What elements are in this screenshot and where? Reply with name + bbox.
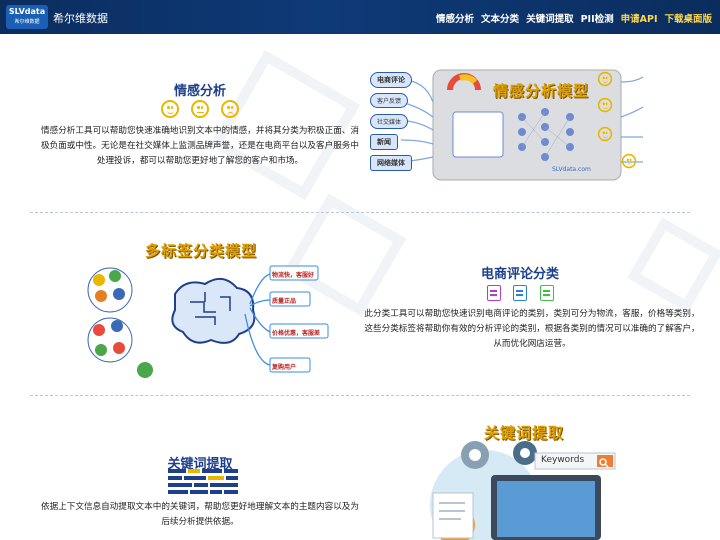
nav-pii-detection[interactable]: PII检测 [580, 14, 614, 25]
document-icon [487, 285, 501, 301]
multi-label-tag: 物流快，客服好 [272, 272, 315, 279]
keyword-description: 依据上下文信息自动提取文本中的关键词，帮助您更好地理解文本的主题内容以及为后续分… [41, 502, 359, 527]
ecommerce-description: 此分类工具可以帮助您快速识别电商评论的类别，类别可分为物流，客服，价格等类别，这… [364, 309, 700, 349]
keyword-search-label: Keywords [541, 455, 585, 465]
nav-sentiment[interactable]: 情感分析 [436, 14, 475, 25]
sad-face-icon [221, 100, 239, 118]
sad-face-icon [621, 153, 637, 169]
sentiment-model-diagram [400, 69, 644, 181]
main-nav: 情感分析 文本分类 关键词提取 PII检测 申请API 下载桌面版 [436, 11, 712, 25]
keyword-diagram-title: 关键词提取 [484, 424, 565, 442]
source-label: 社交媒体 [370, 114, 409, 129]
keyword-extraction-illustration [430, 441, 616, 540]
keyword-tags-icon [168, 469, 238, 494]
source-label: 新闻 [370, 134, 398, 150]
happy-face-icon [597, 97, 613, 113]
section-divider [30, 395, 690, 396]
ecommerce-title: 电商评论分类 [480, 267, 559, 282]
section-divider [30, 212, 690, 213]
sentiment-description: 情感分析工具可以帮助您快速准确地识别文本中的情感，并将其分类为积极正面、消极负面… [41, 126, 359, 166]
multi-label-tag: 复购用户 [272, 364, 297, 371]
search-icon [598, 454, 610, 468]
source-label: 网络媒体 [370, 155, 412, 171]
happy-face-icon [597, 126, 613, 142]
background-hexagon [627, 217, 720, 313]
multi-label-diagram [87, 265, 329, 378]
multi-label-diagram-title: 多标签分类模型 [145, 242, 258, 260]
multi-label-tag: 价格优惠，客服差 [272, 330, 321, 337]
multi-label-tag: 质量正品 [272, 298, 297, 305]
happy-face-icon [161, 100, 179, 118]
source-label: 客户反馈 [370, 93, 409, 108]
document-icon [513, 285, 527, 301]
nav-apply-api[interactable]: 申请API [620, 14, 658, 25]
nav-download-desktop[interactable]: 下载桌面版 [664, 14, 712, 25]
sentiment-title: 情感分析 [173, 84, 226, 99]
happy-face-icon [597, 71, 613, 87]
diagram-watermark: SLVdata.com [552, 166, 591, 173]
sentiment-diagram-title: 情感分析模型 [493, 82, 590, 100]
source-label: 电商评论 [370, 72, 412, 88]
neutral-face-icon [191, 100, 209, 118]
nav-text-classification[interactable]: 文本分类 [481, 14, 520, 25]
brand-name[interactable]: 希尔维数据 [53, 12, 108, 25]
keyword-title: 关键词提取 [167, 457, 233, 472]
nav-keyword-extraction[interactable]: 关键词提取 [526, 14, 574, 25]
document-icon [540, 285, 554, 301]
